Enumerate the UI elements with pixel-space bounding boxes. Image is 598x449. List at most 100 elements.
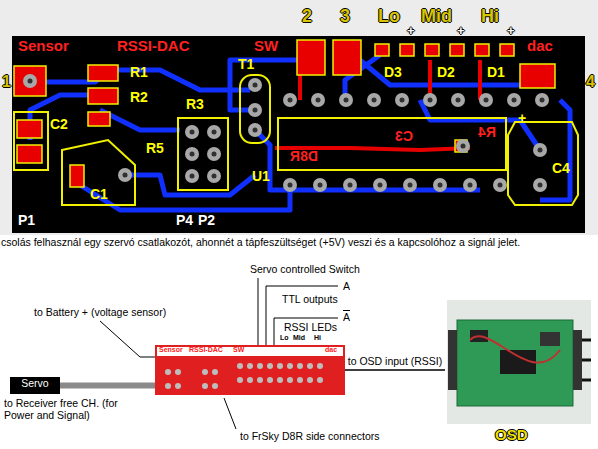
through-hole-pad (395, 93, 409, 107)
through-hole-pad (248, 103, 262, 117)
through-hole-pad (512, 98, 517, 103)
part-name: D1 (487, 64, 505, 80)
through-hole-pad (253, 83, 258, 88)
through-hole-pad (123, 173, 128, 178)
osd-photo (573, 330, 582, 390)
through-hole-pad (461, 144, 466, 149)
small-pcb-pad (317, 377, 323, 383)
led-name: Lo (280, 334, 289, 342)
through-hole-pad (190, 152, 195, 157)
pad-number: 3 (340, 6, 350, 27)
pad-number: 4 (586, 73, 595, 91)
red-pad (88, 112, 110, 126)
small-pcb-pad (297, 377, 303, 383)
through-hole-pad (313, 178, 327, 192)
through-hole-pad (535, 93, 549, 107)
callout-text: Servo controlled Switch (250, 263, 360, 275)
through-hole-pad (288, 98, 293, 103)
small-pcb-pad (212, 383, 218, 389)
osd-photo (447, 300, 591, 424)
through-hole-pad (400, 98, 405, 103)
node-label: RSSI-DAC (189, 346, 223, 354)
red-pad (14, 40, 555, 187)
osd-photo (448, 330, 457, 390)
small-pcb-pad (247, 377, 253, 383)
red-pad (17, 145, 42, 163)
osd-photo (457, 320, 573, 406)
pcb-board (12, 36, 585, 233)
polarity-mark: + (407, 24, 415, 39)
node-label: SW (233, 346, 244, 354)
through-hole-pad (283, 178, 297, 192)
small-pcb-pad (267, 377, 273, 383)
part-name: T1 (238, 56, 254, 72)
part-name: C3 (395, 128, 413, 144)
osd-photo (582, 379, 591, 382)
through-hole-pad (207, 125, 221, 139)
through-hole-pad (535, 93, 549, 107)
through-hole-pad (498, 183, 503, 188)
connector-name: P1 (18, 212, 35, 228)
small-pcb-pad (237, 377, 243, 383)
led-name: Hi (314, 334, 321, 342)
pcb-surround (0, 0, 598, 235)
through-hole-pad (403, 178, 417, 192)
through-hole-pad (212, 152, 217, 157)
component-outline (278, 118, 506, 170)
red-pad (17, 120, 42, 138)
part-name: C1 (90, 186, 108, 202)
signal-name: A (343, 280, 350, 292)
red-pad (70, 165, 84, 187)
through-hole-pad (372, 98, 377, 103)
part-name: R4 (478, 124, 496, 140)
osd-photo (582, 359, 591, 362)
rssi-dac-board: SensorRSSI-DACSWdac (155, 345, 345, 395)
polarity-mark: + (518, 110, 526, 126)
through-hole-pad (423, 93, 437, 107)
page-ground (0, 235, 598, 449)
led-name: Lo (378, 6, 400, 27)
through-hole-pad (507, 93, 521, 107)
red-pad (88, 88, 118, 104)
through-hole-pad (378, 183, 383, 188)
through-hole-pad (433, 178, 447, 192)
through-hole-pad (373, 178, 387, 192)
through-hole-pad (479, 93, 493, 107)
through-hole-pad (311, 93, 325, 107)
small-pcb-pad (267, 363, 273, 369)
through-hole-pad (456, 98, 461, 103)
led-name: Mid (293, 334, 305, 342)
red-pad (297, 40, 325, 75)
callout-text: RSSI LEDs (284, 321, 337, 333)
through-hole-pad (283, 93, 297, 107)
small-pcb-pad (257, 377, 263, 383)
through-hole-pad (540, 98, 545, 103)
switch-lead (258, 278, 259, 346)
red-pad (88, 65, 118, 81)
part-name: R3 (186, 96, 204, 112)
silk-title: SW (254, 37, 278, 54)
component-outline (508, 122, 578, 205)
through-hole-pad (343, 178, 357, 192)
small-pcb-pad (165, 363, 323, 389)
through-hole-pad (253, 108, 258, 113)
switch-lead (224, 398, 236, 429)
servo-cable (60, 383, 155, 389)
through-hole-pad (463, 178, 477, 192)
through-hole-pad (367, 93, 381, 107)
small-pcb-pad (175, 383, 181, 389)
through-hole-pad (118, 168, 132, 182)
polarity-mark: + (507, 24, 515, 39)
polarity-mark: + (457, 24, 465, 39)
osd-photo (540, 332, 560, 346)
component-outline (62, 140, 135, 205)
signal-wire (345, 369, 445, 371)
component-outline (240, 75, 270, 143)
through-hole-pad (428, 98, 433, 103)
red-pad (375, 44, 389, 56)
small-pcb-pad (165, 383, 171, 389)
small-pcb-pad (202, 369, 208, 375)
through-hole-pad (533, 143, 547, 157)
